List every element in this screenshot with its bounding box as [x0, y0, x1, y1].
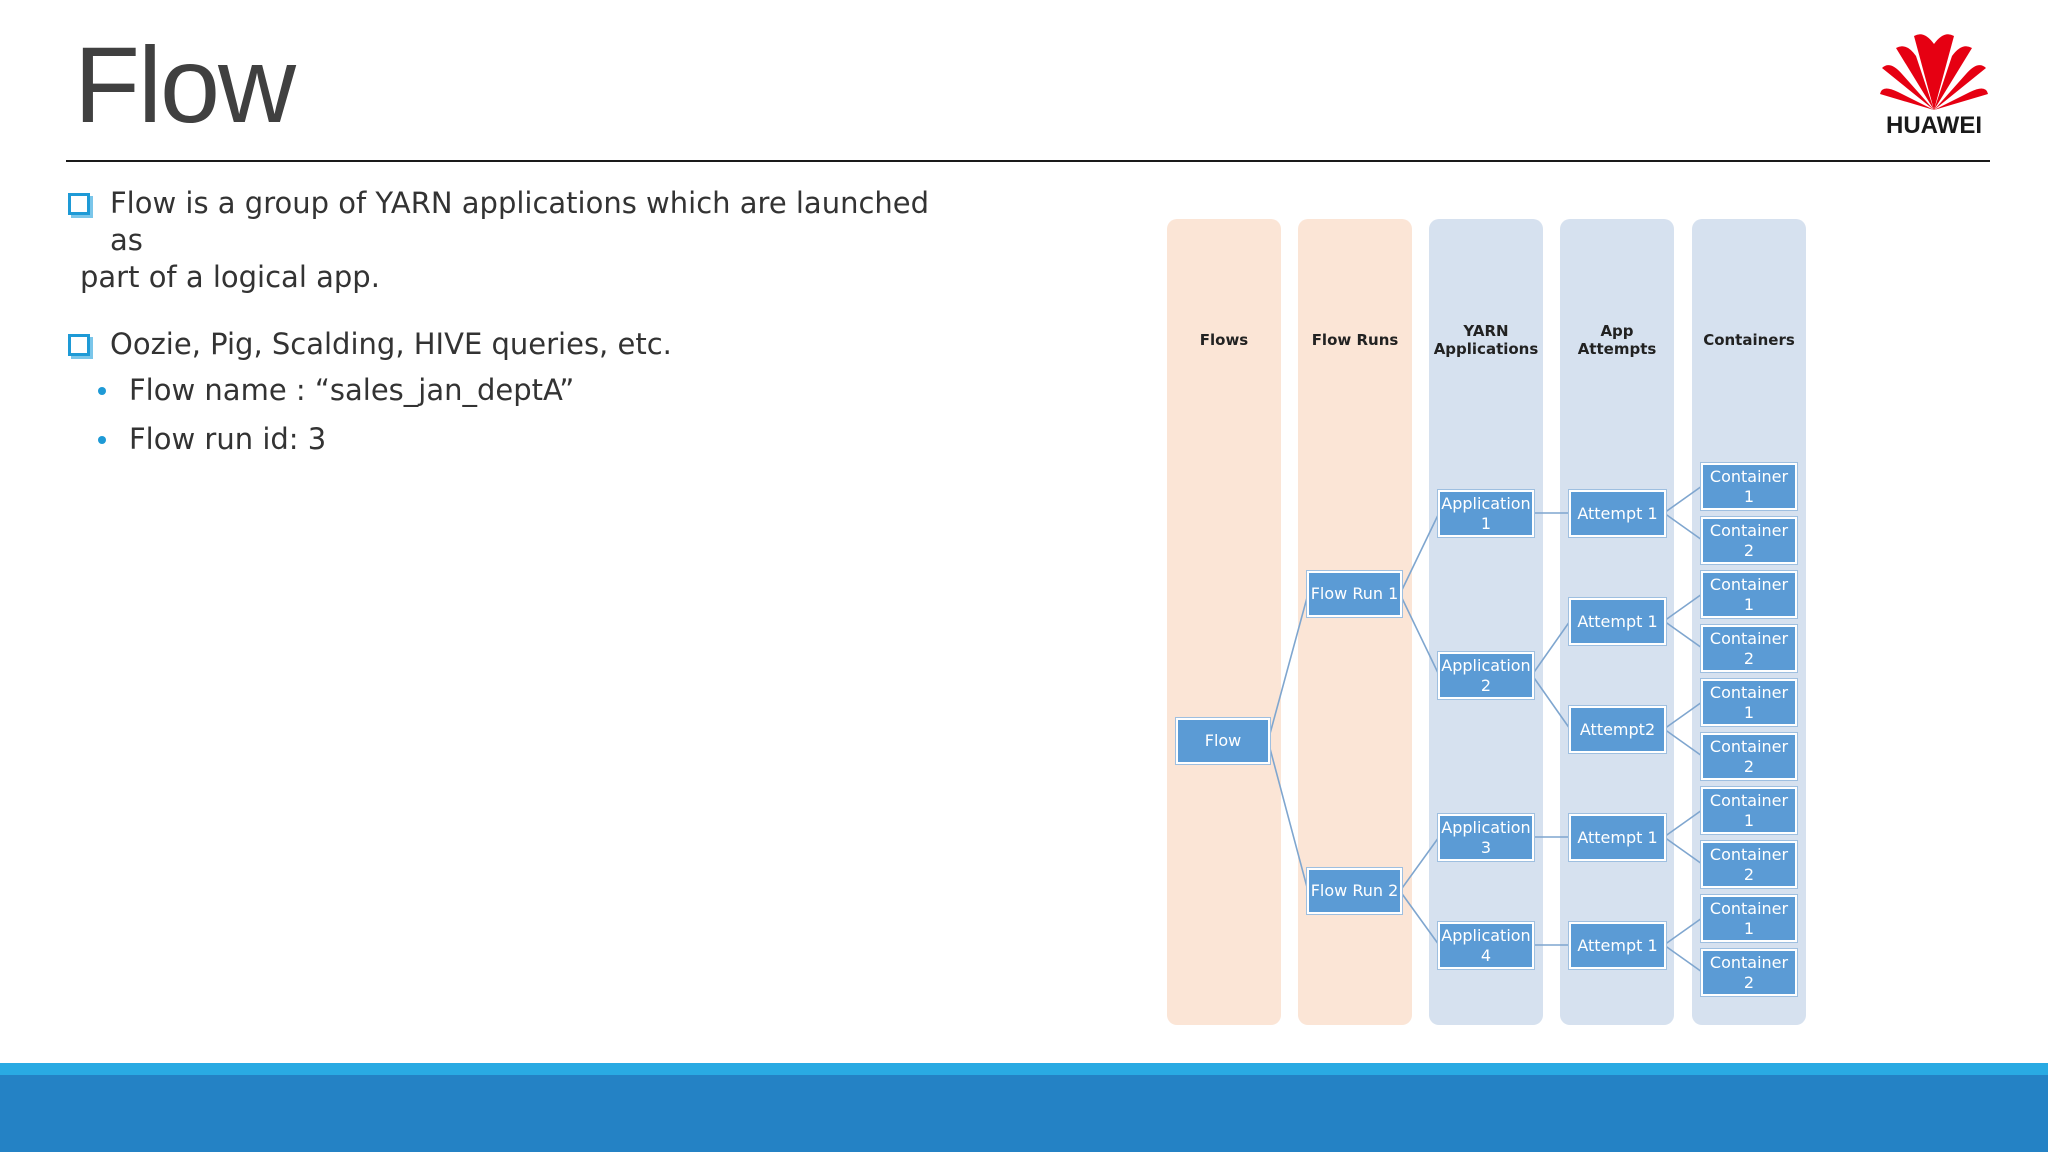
node-attempt: Attempt 1	[1569, 922, 1666, 969]
square-bullet-icon	[68, 193, 90, 215]
lane-label-flow-runs: Flow Runs	[1311, 331, 1399, 349]
huawei-logo	[1880, 34, 1988, 111]
node-application-3: Application 3	[1438, 814, 1534, 861]
lane-label-app-attempts: App Attempts	[1577, 322, 1657, 358]
bullet-item: Oozie, Pig, Scalding, HIVE queries, etc.	[66, 326, 966, 363]
bullet-list: Flow is a group of YARN applications whi…	[66, 185, 966, 458]
sub-bullet-text: Flow run id: 3	[129, 422, 327, 456]
lane-containers	[1692, 219, 1806, 1025]
logo-wordmark: HUAWEI	[1886, 112, 1982, 139]
node-attempt: Attempt2	[1569, 706, 1666, 753]
footer-bar	[0, 1075, 2048, 1152]
node-application-2: Application 2	[1438, 652, 1534, 699]
node-container: Container 2	[1701, 517, 1797, 564]
lane-yarn-applications	[1429, 219, 1543, 1025]
node-container: Container 2	[1701, 841, 1797, 888]
node-flow: Flow	[1176, 718, 1270, 764]
lane-label-containers: Containers	[1703, 331, 1795, 349]
footer-accent-bar	[0, 1063, 2048, 1075]
slide-title: Flow	[74, 24, 296, 145]
node-application-1: Application 1	[1438, 490, 1534, 537]
node-container: Container 2	[1701, 625, 1797, 672]
diagram-connectors	[1267, 485, 1703, 973]
node-container: Container 1	[1701, 679, 1797, 726]
square-bullet-icon	[68, 334, 90, 356]
bullet-item: Flow is a group of YARN applications whi…	[66, 185, 966, 296]
bullet-text-continued: part of a logical app.	[80, 260, 380, 294]
sub-bullet-text: Flow name : “sales_jan_deptA”	[129, 373, 575, 407]
bullet-text: Oozie, Pig, Scalding, HIVE queries, etc.	[110, 327, 672, 361]
node-flow-run-1: Flow Run 1	[1307, 571, 1402, 617]
node-attempt: Attempt 1	[1569, 490, 1666, 537]
node-attempt: Attempt 1	[1569, 598, 1666, 645]
node-container: Container 1	[1701, 571, 1797, 618]
bullet-text: Flow is a group of YARN applications whi…	[110, 186, 930, 257]
node-attempt: Attempt 1	[1569, 814, 1666, 861]
sub-bullet-item: Flow name : “sales_jan_deptA”	[98, 372, 966, 409]
dot-bullet-icon	[98, 436, 106, 444]
lane-label-yarn-applications: YARN Applications	[1433, 322, 1539, 358]
node-container: Container 1	[1701, 787, 1797, 834]
lane-flows	[1167, 219, 1281, 1025]
node-application-4: Application 4	[1438, 922, 1534, 969]
title-divider	[66, 160, 1990, 162]
sub-bullet-item: Flow run id: 3	[98, 421, 966, 458]
node-container: Container 2	[1701, 949, 1797, 996]
node-container: Container 1	[1701, 895, 1797, 942]
node-flow-run-2: Flow Run 2	[1307, 868, 1402, 914]
dot-bullet-icon	[98, 387, 106, 395]
node-container: Container 2	[1701, 733, 1797, 780]
flow-hierarchy-diagram: Flows Flow Runs YARN Applications App At…	[1160, 215, 1820, 1030]
node-container: Container 1	[1701, 463, 1797, 510]
lane-label-flows: Flows	[1199, 331, 1249, 349]
